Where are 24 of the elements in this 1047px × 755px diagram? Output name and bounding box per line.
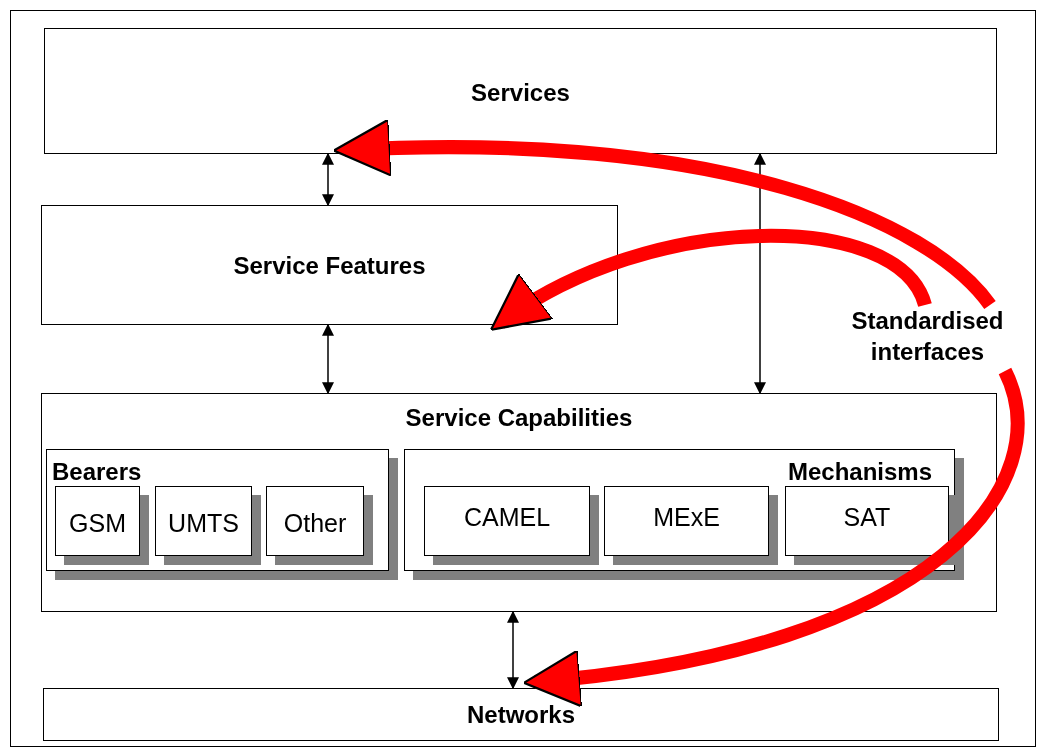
curved-arrow <box>489 229 932 331</box>
curved-arrow <box>332 119 996 310</box>
box-label: Other <box>282 508 348 539</box>
box-label: Service Capabilities <box>404 403 634 433</box>
double-arrow <box>322 152 334 207</box>
box-label: Service Features <box>232 251 427 281</box>
box-label: MExE <box>652 502 721 533</box>
double-arrow <box>754 152 766 395</box>
double-arrow <box>322 323 334 395</box>
box-label: Networks <box>465 700 576 730</box>
box-label: Bearers <box>51 457 143 487</box>
box-label: SAT <box>842 502 892 533</box>
interface-label: Standardised interfaces <box>850 306 1005 368</box>
double-arrow <box>507 610 519 690</box>
layer-box <box>41 393 997 612</box>
layer-box <box>44 28 997 154</box>
box-label: Mechanisms <box>786 457 933 487</box>
box-label: GSM <box>68 508 127 539</box>
box-label: UMTS <box>167 508 240 539</box>
layer-box <box>41 205 618 325</box>
box-label: CAMEL <box>462 502 552 533</box>
layer-box <box>43 688 999 741</box>
box-label: Services <box>470 78 571 108</box>
curved-arrow <box>522 368 1025 706</box>
